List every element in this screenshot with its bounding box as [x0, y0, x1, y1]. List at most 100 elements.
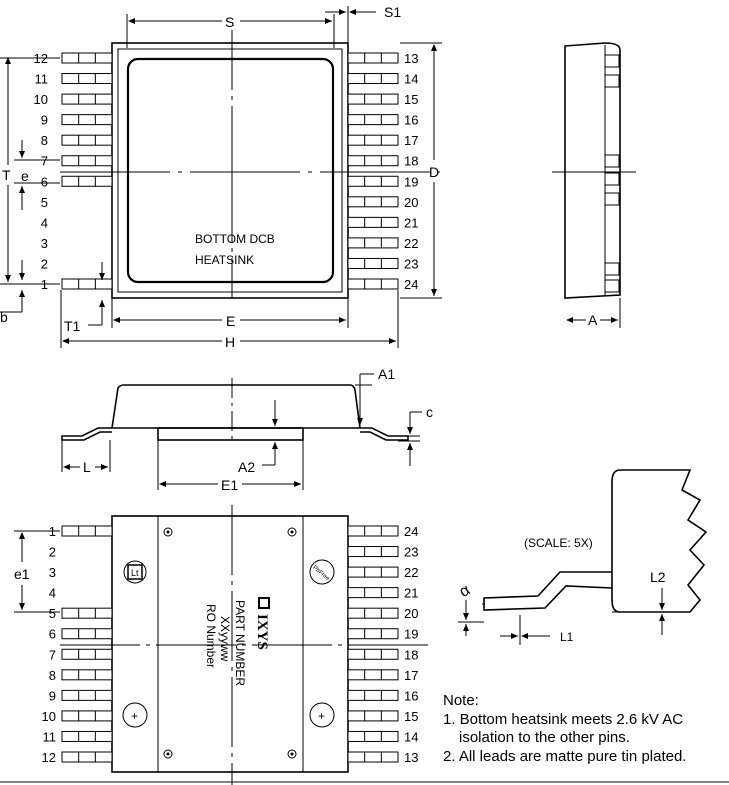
notes: Note: 1. Bottom heatsink meets 2.6 kV AC… — [443, 692, 686, 765]
dcb-label-line2: HEATSINK — [195, 253, 254, 267]
lead — [347, 114, 399, 126]
pin-label: 8 — [49, 668, 56, 683]
pin-label: 18 — [404, 154, 418, 169]
pin-label: 15 — [404, 92, 418, 107]
pin-label: 5 — [41, 195, 48, 210]
lead — [347, 689, 399, 701]
pin-label: 5 — [49, 606, 56, 621]
svg-text:+: + — [318, 709, 325, 723]
pin-label: 10 — [42, 709, 56, 724]
pin-label: 15 — [404, 709, 418, 724]
lead — [347, 669, 399, 681]
lead — [347, 525, 399, 537]
front-view: A1 c A2 L E1 — [61, 366, 433, 493]
dim-E: E — [226, 313, 235, 329]
lead — [61, 669, 113, 681]
pin-label: 8 — [41, 133, 48, 148]
dim-L2: L2 — [650, 569, 666, 585]
pin-label: 3 — [49, 565, 56, 580]
dim-D: D — [429, 164, 439, 180]
lead — [347, 710, 399, 722]
pin1-marker-logo: Lt — [123, 560, 147, 584]
lead — [347, 257, 399, 269]
lead — [61, 114, 113, 126]
dim-A: A — [588, 312, 598, 328]
lead — [347, 546, 399, 558]
pin-label: 14 — [404, 729, 418, 744]
lead — [61, 278, 113, 290]
pin-label: 21 — [404, 215, 418, 230]
lead — [61, 689, 113, 701]
pin-label: 2 — [41, 256, 48, 271]
pin-label: 6 — [49, 627, 56, 642]
part-number: PART NUMBER — [233, 600, 247, 686]
lead — [61, 751, 113, 763]
note-1: 1. Bottom heatsink meets 2.6 kV AC — [443, 711, 683, 728]
lead — [347, 93, 399, 105]
dim-e: e — [21, 168, 29, 184]
pin-label: 10 — [34, 92, 48, 107]
pb-free-logo: PbFree — [309, 559, 335, 585]
pin-label: 16 — [404, 113, 418, 128]
notes-title: Note: — [443, 692, 479, 709]
ro-number: RO Number — [204, 604, 218, 668]
pin-label: 11 — [35, 72, 49, 87]
top-view-right-pins — [347, 52, 399, 290]
pin-label: 9 — [41, 113, 48, 128]
pin-label: 20 — [404, 195, 418, 210]
top-view-body — [111, 42, 349, 299]
pin-label: 24 — [404, 277, 418, 292]
lead — [61, 134, 113, 146]
dim-b: b — [0, 309, 8, 325]
pin-label: 16 — [404, 688, 418, 703]
bottom-view-body — [111, 515, 349, 773]
dim-A1: A1 — [378, 366, 395, 382]
pin-label: 22 — [404, 565, 418, 580]
dcb-label-line1: BOTTOM DCB — [195, 232, 275, 246]
top-view-left-pins — [61, 52, 113, 290]
mounting-hole-right — [309, 702, 335, 728]
svg-text:+: + — [131, 709, 138, 723]
side-view: A — [552, 42, 636, 328]
dim-T: T — [2, 167, 11, 183]
lead — [347, 216, 399, 228]
bottom-view-right-pins — [347, 525, 399, 763]
bottom-view-left-pins — [61, 525, 113, 763]
pin-label: 20 — [404, 606, 418, 621]
lead — [61, 525, 113, 537]
note-1-cont: isolation to the other pins. — [459, 729, 630, 746]
pin-label: 23 — [404, 256, 418, 271]
lead — [347, 278, 399, 290]
dim-L: L — [83, 459, 91, 475]
pin-label: 13 — [404, 51, 418, 66]
dim-e1: e1 — [14, 566, 30, 582]
lead — [347, 607, 399, 619]
lead — [347, 237, 399, 249]
dim-L1: L1 — [560, 630, 574, 644]
pin-label: 3 — [41, 236, 48, 251]
lead — [347, 730, 399, 742]
pin-label: 19 — [404, 627, 418, 642]
pin-label: 18 — [404, 647, 418, 662]
detail-scale: (SCALE: 5X) — [524, 536, 593, 550]
pb-free-logo-text: PbFree — [311, 565, 330, 583]
lead — [61, 730, 113, 742]
pin-label: 9 — [49, 688, 56, 703]
pin-label: 2 — [49, 545, 56, 560]
lead — [347, 628, 399, 640]
lead — [61, 93, 113, 105]
lead — [347, 73, 399, 85]
bottom-view: + + Lt PbFree IXYS PART NUMBER XXyyww RO… — [14, 505, 430, 785]
pin-label: 23 — [404, 545, 418, 560]
pin-label: 24 — [404, 524, 418, 539]
dim-alpha: α — [457, 582, 474, 601]
pin-label: 14 — [404, 72, 418, 87]
lead — [347, 566, 399, 578]
lead — [61, 607, 113, 619]
pin-label: 4 — [41, 215, 48, 230]
lead-detail: (SCALE: 5X) L2 L1 α — [457, 469, 708, 645]
